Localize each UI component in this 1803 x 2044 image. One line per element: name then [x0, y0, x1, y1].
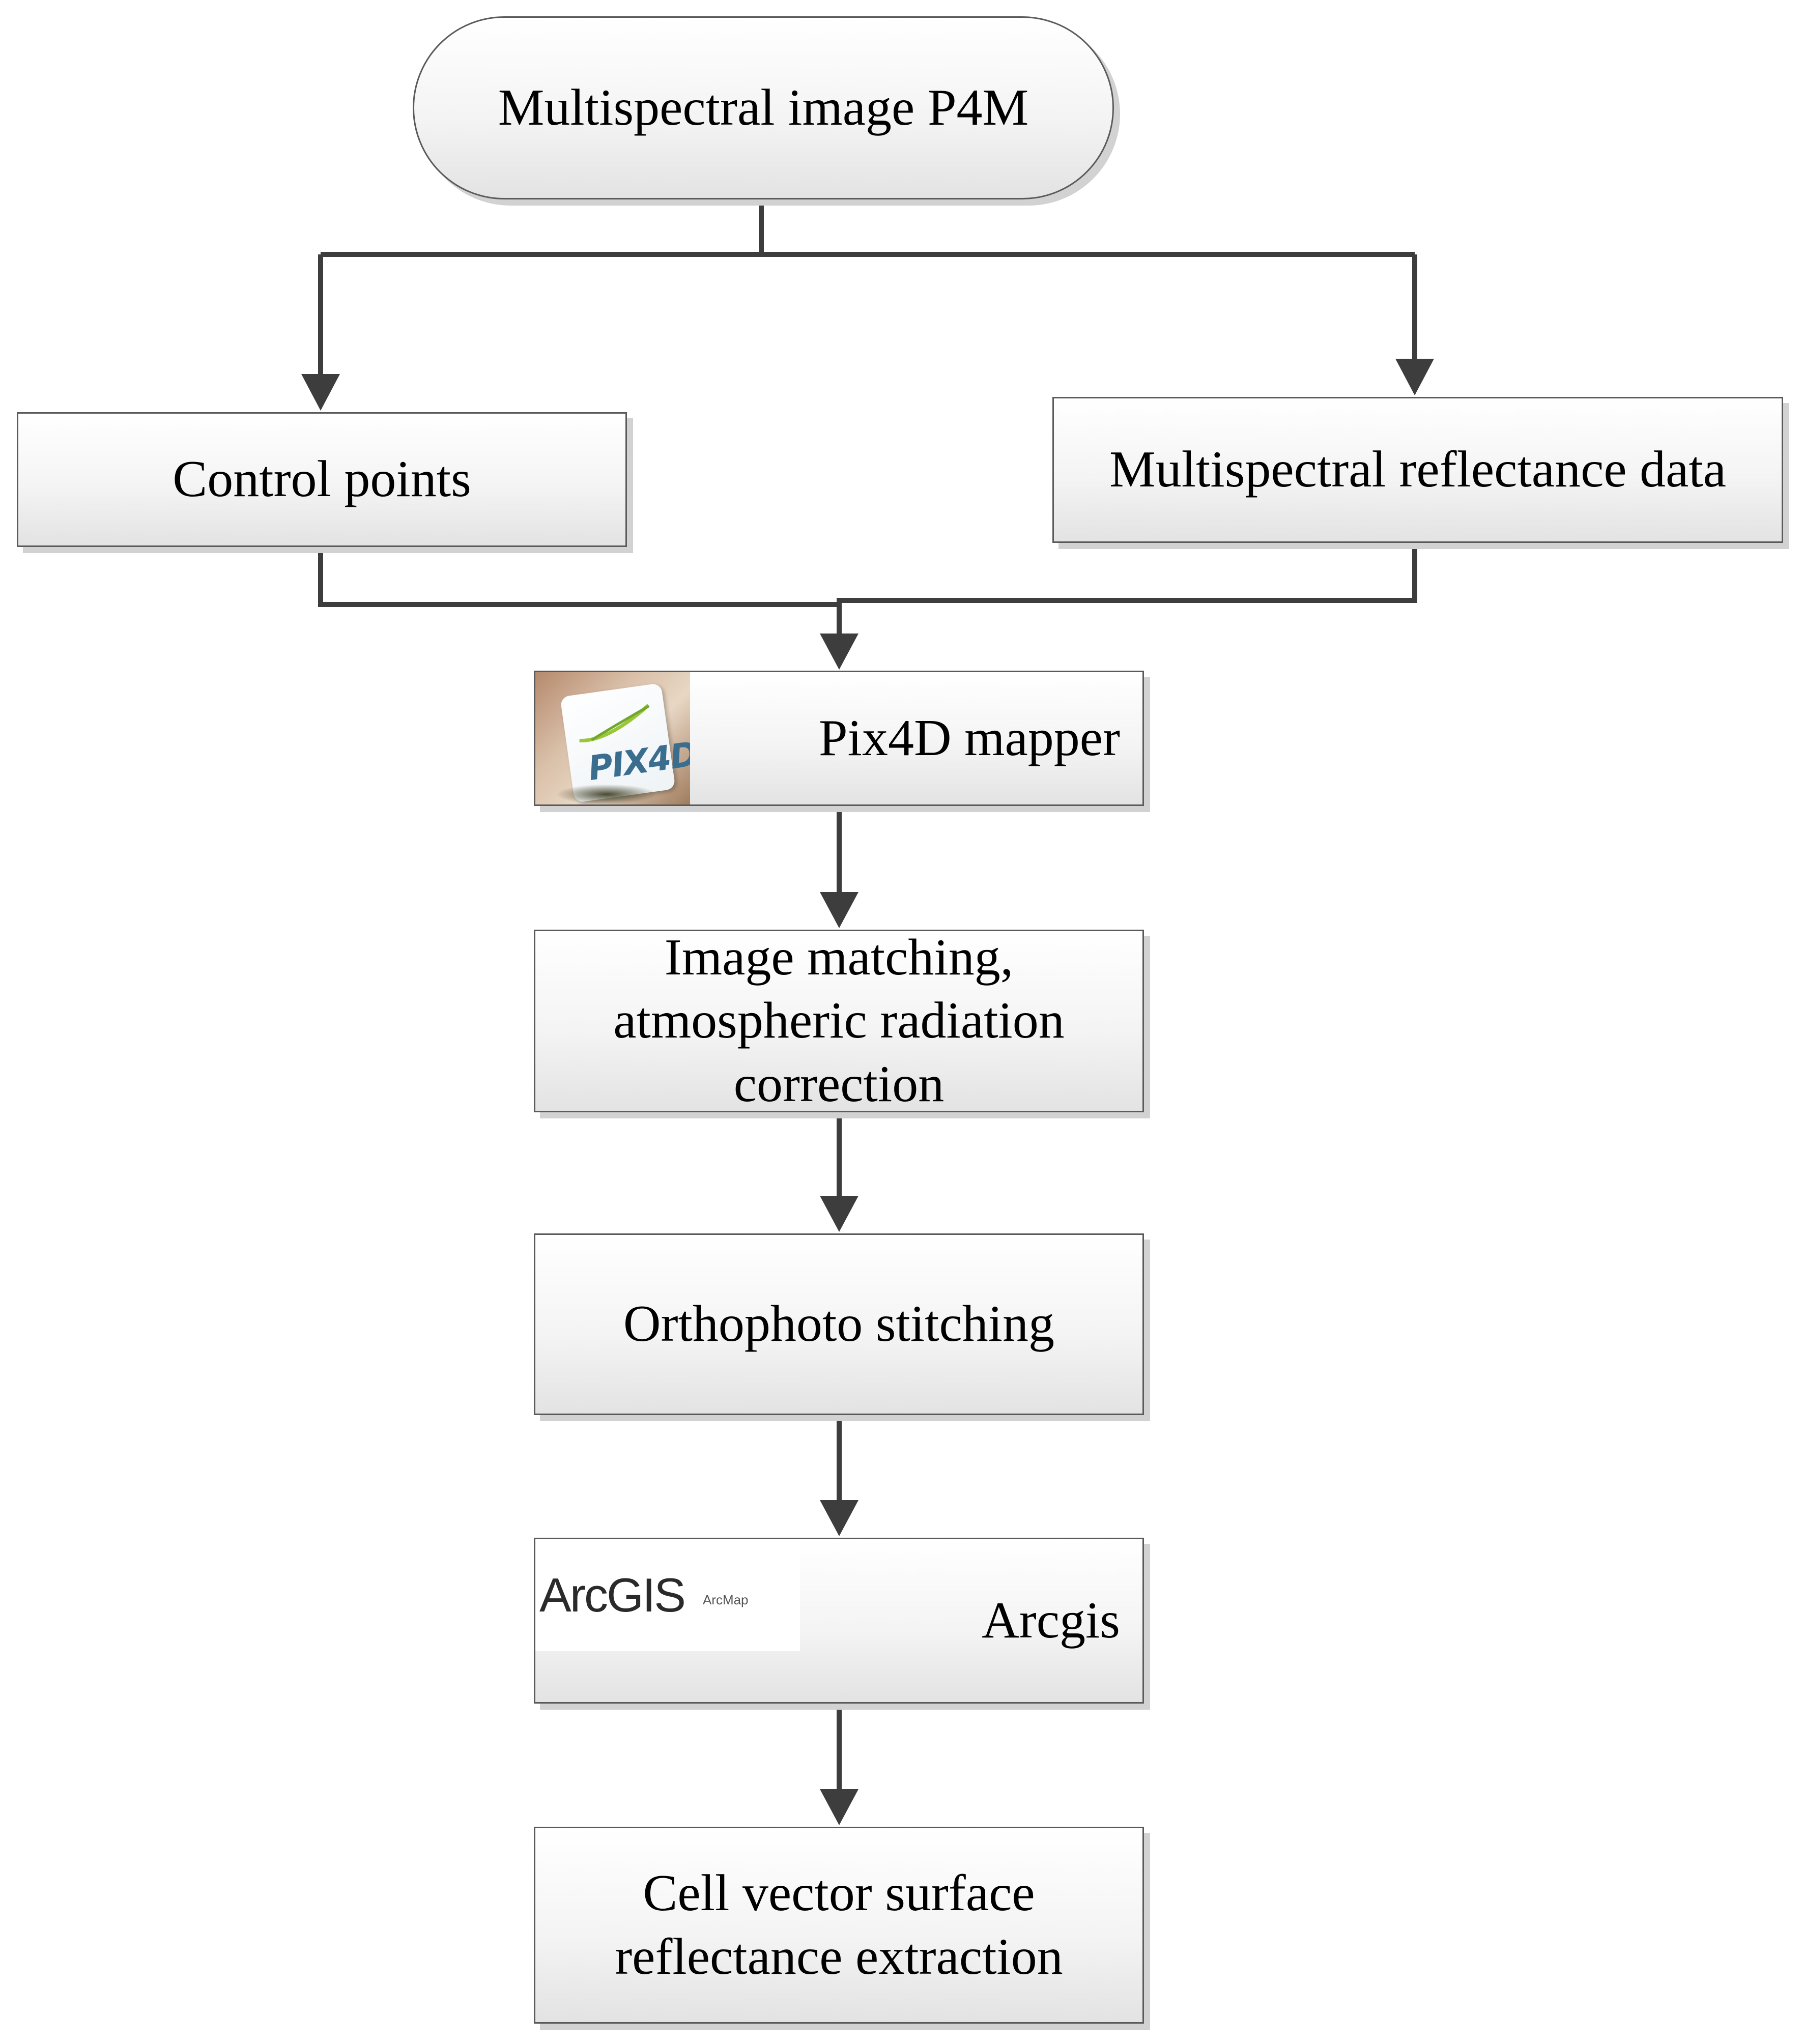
pix4d-swoosh-icon: [579, 704, 650, 742]
arcgis-label: Arcgis: [982, 1591, 1120, 1649]
orthophoto-stitching-label: Orthophoto stitching: [623, 1295, 1055, 1353]
arcgis-logo: ArcGIS ArcMap: [535, 1539, 800, 1651]
arrow-to-orthophoto: [820, 1196, 858, 1232]
reflectance-data-label: Multispectral reflectance data: [1109, 441, 1726, 499]
arrow-to-pix4d: [820, 634, 858, 670]
reflectance-extraction-label: Cell vector surface reflectance extracti…: [615, 1864, 1063, 1985]
arcgis-node: ArcGIS ArcMap Arcgis: [534, 1538, 1144, 1704]
control-points-node: Control points: [17, 412, 627, 547]
control-points-label: Control points: [173, 450, 471, 508]
pix4d-mapper-node: PIX4D Pix4D mapper: [534, 671, 1144, 806]
pix4d-logo: PIX4D: [535, 672, 690, 804]
arrow-to-extraction: [820, 1789, 858, 1825]
image-matching-node: Image matching, atmospheric radiation co…: [534, 929, 1144, 1113]
arrow-to-arcgis: [820, 1500, 858, 1536]
arrow-to-matching: [820, 892, 858, 928]
arrow-to-control-points: [301, 374, 340, 411]
pix4d-logo-ground: [556, 784, 657, 804]
image-matching-label: Image matching, atmospheric radiation co…: [613, 928, 1065, 1113]
start-node-label: Multispectral image P4M: [498, 78, 1029, 136]
reflectance-data-node: Multispectral reflectance data: [1052, 397, 1783, 543]
pix4d-mapper-label: Pix4D mapper: [818, 709, 1120, 767]
arrow-to-reflectance: [1395, 359, 1434, 395]
orthophoto-stitching-node: Orthophoto stitching: [534, 1233, 1144, 1415]
arcgis-logo-text: ArcGIS: [539, 1568, 686, 1622]
arcmap-logo-text: ArcMap: [702, 1592, 749, 1608]
pix4d-logo-card: PIX4D: [560, 683, 690, 803]
edge-merge-to-pix4d: [318, 543, 1417, 634]
edge-start-split: [321, 199, 1415, 257]
start-node: Multispectral image P4M: [413, 16, 1114, 199]
reflectance-extraction-node: Cell vector surface reflectance extracti…: [534, 1827, 1144, 2024]
